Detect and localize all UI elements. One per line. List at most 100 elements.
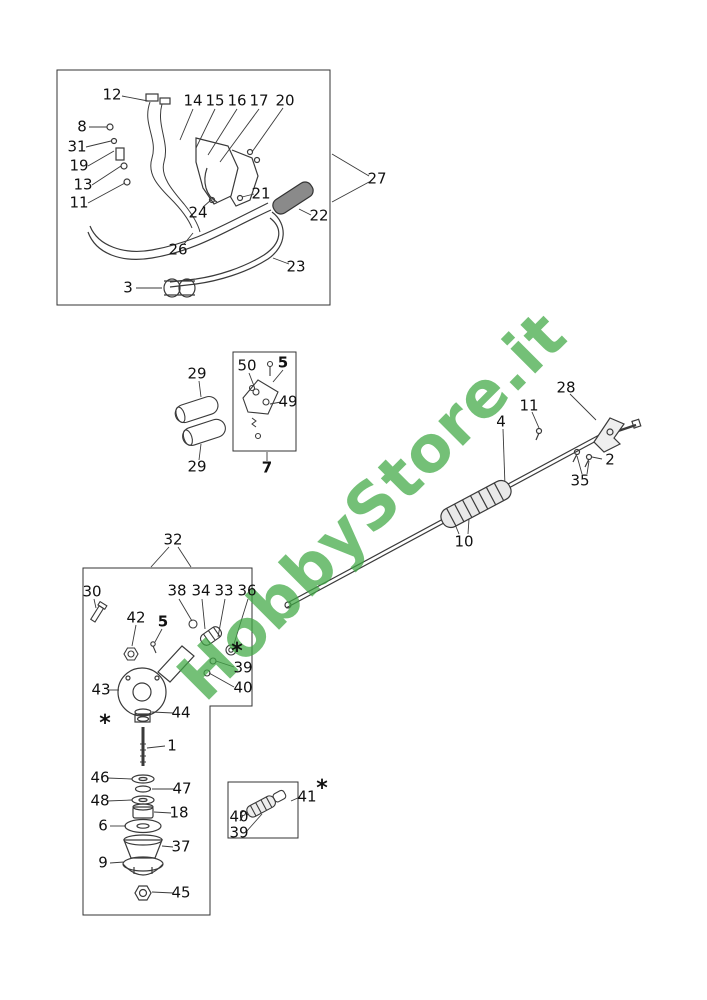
callout-5-bracket: 5 [277,353,289,372]
callout-9: 9 [98,853,108,872]
callout-46: 46 [90,768,110,787]
callout-50: 50 [237,356,257,375]
callout-15: 15 [205,91,225,110]
callout-16: 16 [227,91,247,110]
nut-45 [134,885,152,901]
clamp-29-drawing [174,395,226,446]
screw-49 [254,432,262,440]
callout-20: 20 [275,91,295,110]
gearhead-drawing [117,645,195,901]
callout-3: 3 [123,278,133,297]
screw-8 [106,123,114,131]
callout-37: 37 [171,837,191,856]
callout-42: 42 [126,608,146,627]
callout-2: 2 [605,450,615,469]
callout-7: 7 [261,458,273,477]
callout-30: 30 [82,582,102,601]
callout-29-top: 29 [187,364,207,383]
cable-2 [160,103,201,233]
cable-1 [147,101,193,229]
callout-21: 21 [251,184,271,203]
bracket-detail-frame [232,351,297,452]
shaft-assembly-drawing [284,417,642,609]
bracket-kit-drawing [242,360,279,440]
callout-18: 18 [169,803,189,822]
nut-42 [123,647,139,661]
spacer-18 [132,806,154,819]
callout-45: 45 [171,883,191,902]
callout-8: 8 [77,117,87,136]
callout-6: 6 [98,816,108,835]
callout-17: 17 [249,91,269,110]
callout-27: 27 [367,169,387,188]
callout-22: 22 [309,206,329,225]
washer-47 [134,785,152,793]
callout-5-gearbox: 5 [157,612,169,631]
callout-40-kit: 40 [229,807,249,826]
callout-31: 31 [67,137,87,156]
callout-10: 10 [454,532,474,551]
callout-24: 24 [188,203,208,222]
callout-29-bottom: 29 [187,457,207,476]
grip-22 [272,181,314,215]
bracket-19 [115,147,125,161]
callout-36: 36 [237,581,257,600]
callout-48: 48 [90,791,110,810]
screw-31 [110,137,118,145]
callout-11-handle: 11 [69,193,89,212]
callout-32: 32 [163,530,183,549]
frame-boxes [56,69,331,916]
callout-star-kit: * [316,776,328,801]
callout-44: 44 [171,703,191,722]
flange-6 [124,818,162,834]
screw-21 [236,194,244,202]
callout-43: 43 [91,680,111,699]
callout-38: 38 [167,581,187,600]
callout-39-kit: 39 [229,823,249,842]
callout-star-coupler: * [231,639,243,664]
callout-12: 12 [102,85,122,104]
callout-star-head: * [99,711,111,736]
throttle-housing [195,137,239,205]
callout-34: 34 [191,581,211,600]
callout-28: 28 [556,378,576,397]
washer-44b [136,716,150,722]
washer-46 [131,774,155,784]
coupler-drawing [89,600,237,677]
screw-20a [246,148,254,156]
handle-assembly-drawing [87,93,314,298]
callout-26: 26 [168,240,188,259]
callout-41: 41 [297,787,317,806]
head-detail-frame [82,567,253,916]
spring-50 [251,417,257,428]
callout-49: 49 [278,392,298,411]
callout-14: 14 [183,91,203,110]
callout-40-coupler: 40 [233,678,253,697]
screw-11 [123,178,131,186]
screw-24 [208,196,216,204]
housing-half [229,149,259,207]
callout-39-coupler: 39 [233,658,253,677]
callout-4: 4 [496,412,506,431]
callout-23: 23 [286,257,306,276]
callout-35: 35 [570,471,590,490]
screw-30 [89,600,108,623]
dome-9 [122,863,164,876]
screw-20b [253,156,261,164]
clamp-3 [163,278,196,298]
foam-grip-4 [440,479,512,529]
callout-19: 19 [69,156,89,175]
callout-1: 1 [167,736,177,755]
callout-33: 33 [214,581,234,600]
callout-11-shaft: 11 [519,396,539,415]
connector-12 [145,93,159,102]
kit-detail-frame [227,781,299,839]
screw-13 [120,162,128,170]
kit-41-drawing [239,789,287,822]
handle-detail-frame [56,69,331,306]
callout-47: 47 [172,779,192,798]
callout-13: 13 [73,175,93,194]
